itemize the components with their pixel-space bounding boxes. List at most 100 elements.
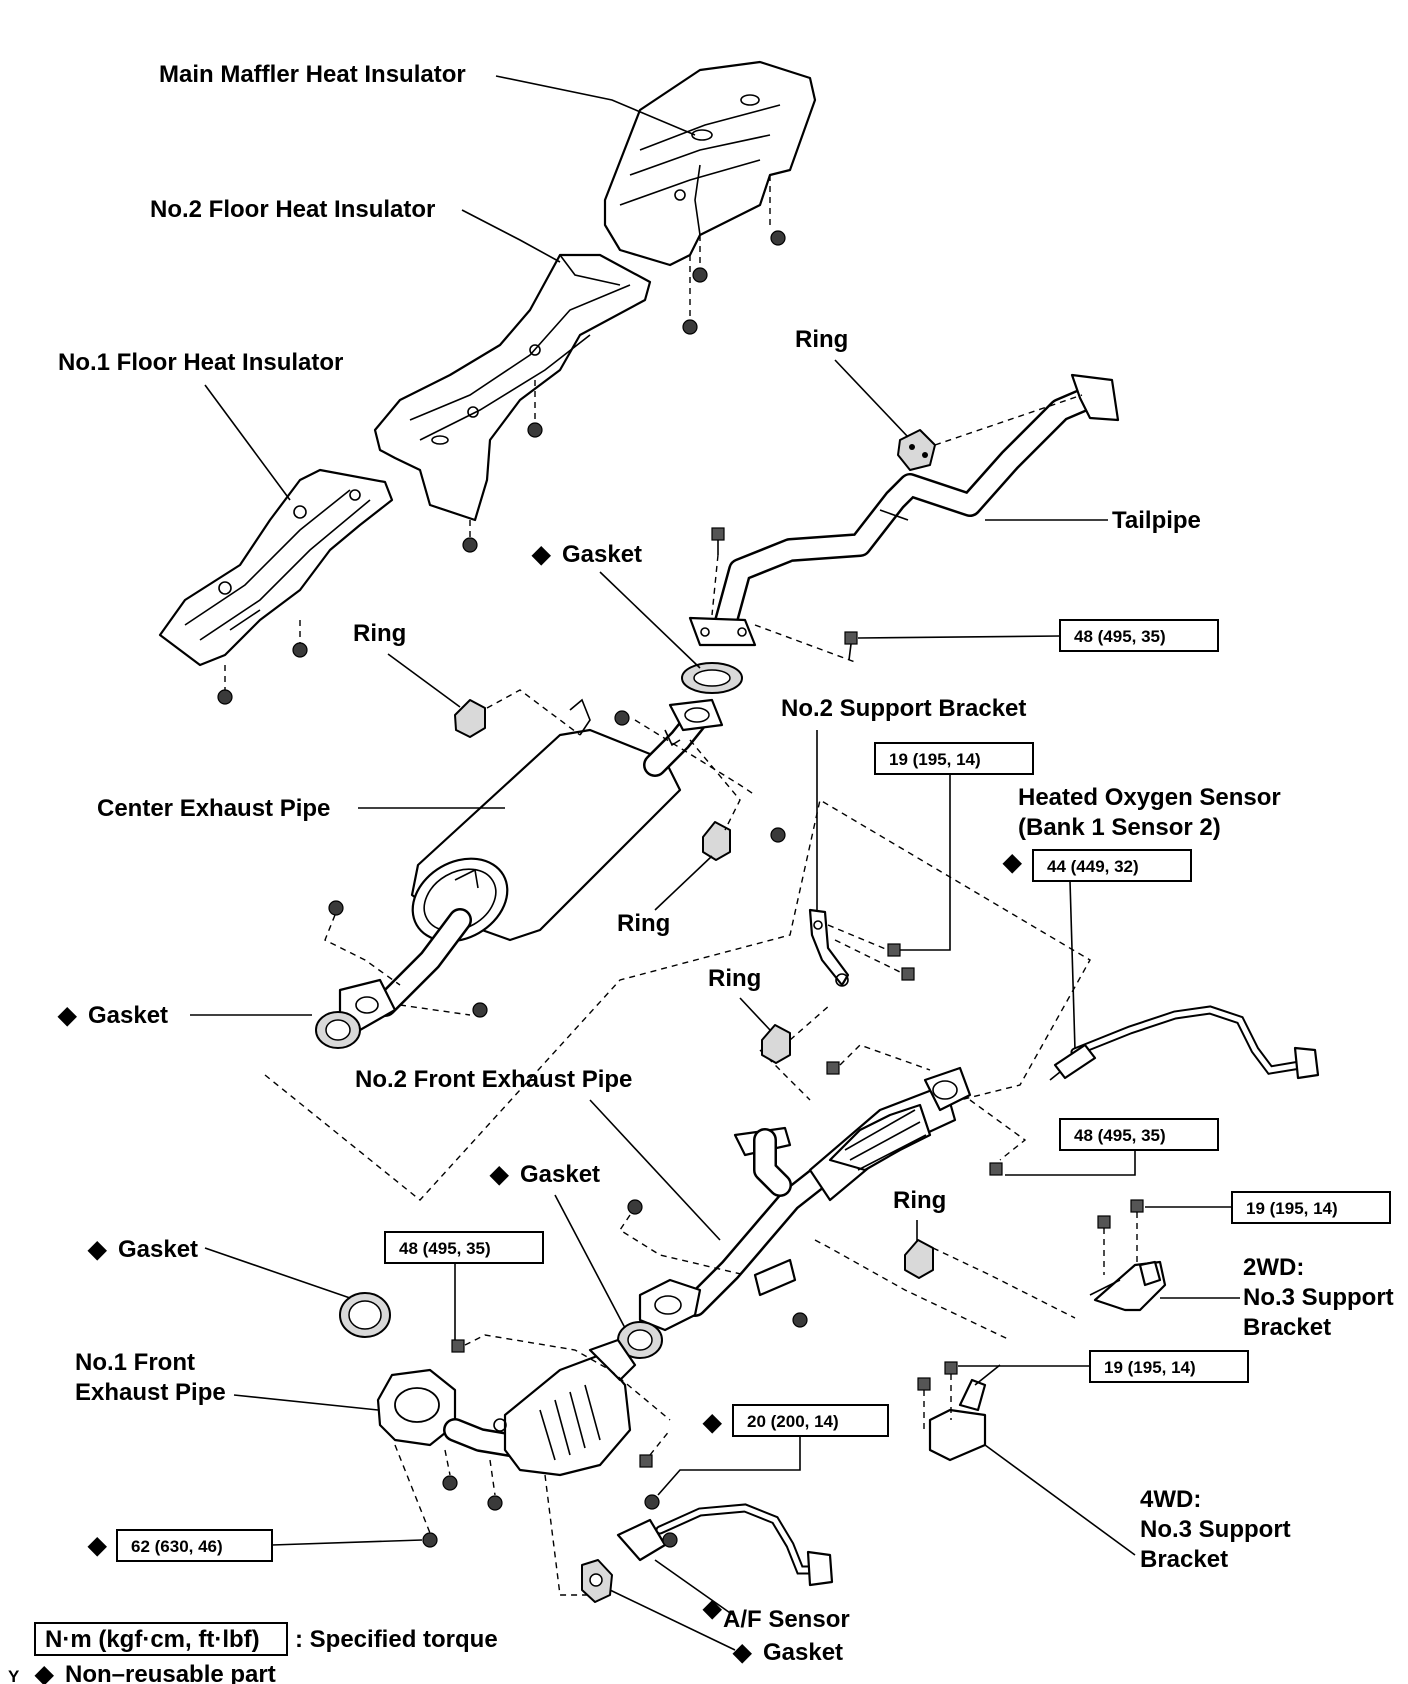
af-sensor-part <box>616 1494 834 1587</box>
bolt-guide <box>969 1099 1027 1161</box>
marker-gasket-lower-left: ◆ <box>87 1236 107 1263</box>
bolt-guide <box>754 624 856 663</box>
bolt-icon <box>887 943 901 957</box>
nut-icon <box>614 710 630 726</box>
torque-box-af <box>732 1404 889 1437</box>
gasket-hole <box>589 1573 603 1587</box>
label-heated-oxygen-sensor-2: (Bank 1 Sensor 2) <box>1018 814 1221 841</box>
leader-torque-oxygen <box>1069 880 1076 1051</box>
leader-4wd <box>984 1444 1136 1556</box>
label-4wd-2: No.3 Support <box>1140 1516 1291 1543</box>
label-4wd-3: Bracket <box>1140 1546 1228 1573</box>
torque-box-no2-bracket <box>874 742 1034 775</box>
torque-cat-right: 48 (495, 35) <box>1074 1126 1166 1145</box>
label-main-muffler-heat-insulator: Main Maffler Heat Insulator <box>159 61 466 88</box>
label-no1-floor-heat-insulator: No.1 Floor Heat Insulator <box>58 349 343 376</box>
marker-af-box: ◆ <box>702 1409 722 1436</box>
flange-guide <box>324 914 401 986</box>
label-gasket-tail: Gasket <box>562 541 642 568</box>
label-af-sensor: A/F Sensor <box>723 1606 850 1633</box>
bolt-icon <box>1130 1199 1144 1213</box>
leader-no2-floor-heat-insulator <box>461 209 561 263</box>
ring-lower-part <box>904 1239 934 1279</box>
torque-af: 20 (200, 14) <box>747 1412 839 1431</box>
leader-torque-cat-right <box>1005 1150 1136 1176</box>
flange-guide <box>399 1004 471 1016</box>
no2-front-exhaust-pipe-part <box>683 1066 972 1317</box>
torque-front-nut: 62 (630, 46) <box>131 1537 223 1556</box>
label-ring-lower: Ring <box>893 1187 946 1214</box>
nut-guide <box>444 1449 451 1476</box>
4wd-no3-support-bracket-part <box>928 1364 1001 1462</box>
gasket-hole <box>627 1329 653 1351</box>
ring-guide <box>932 1247 1076 1319</box>
label-ring-center-right: Ring <box>617 910 670 937</box>
legend-marker: ◆ <box>34 1661 54 1684</box>
bolt-guide <box>649 1429 671 1456</box>
torque-box-oxygen <box>1032 849 1192 882</box>
ring-center-right-part <box>702 821 731 861</box>
label-gasket-lower-left: Gasket <box>118 1236 198 1263</box>
label-no2-floor-heat-insulator: No.2 Floor Heat Insulator <box>150 196 435 223</box>
nut-icon <box>770 827 786 843</box>
leader-no1-front <box>233 1394 379 1411</box>
no1-front-exhaust-pipe-part <box>376 1338 637 1477</box>
label-heated-oxygen-sensor-1: Heated Oxygen Sensor <box>1018 784 1281 811</box>
marker-gasket-bottom: ◆ <box>732 1639 752 1666</box>
ring-guide <box>689 739 741 831</box>
leader-torque-tail <box>857 635 1061 639</box>
nut-icon <box>627 1199 643 1215</box>
ring-guide <box>486 689 581 736</box>
bolt-icon <box>826 1061 840 1075</box>
heated-oxygen-sensor-part <box>1049 1005 1320 1081</box>
label-4wd-1: 4WD: <box>1140 1486 1201 1513</box>
bolt-guide <box>839 1044 931 1071</box>
gasket-hole <box>693 669 731 687</box>
bolt-icon <box>844 631 858 645</box>
region-guide <box>264 798 1091 1201</box>
legend-corner-letter: Y <box>8 1667 20 1684</box>
nut-icon <box>682 319 698 335</box>
bolt-guide <box>464 1334 671 1421</box>
leader-ring-mid <box>739 997 771 1031</box>
torque-box-front-bolt <box>384 1231 544 1264</box>
bolt-icon <box>451 1339 465 1353</box>
nut-guide <box>394 1444 431 1534</box>
nut-icon <box>292 642 308 658</box>
ring-center-left-part <box>454 699 486 738</box>
center-exhaust-pipe-part <box>338 698 724 1032</box>
bolt-shank <box>848 643 852 661</box>
label-gasket-bottom: Gasket <box>763 1639 843 1666</box>
nut-icon <box>792 1312 808 1328</box>
leader-torque-af <box>657 1436 801 1496</box>
no1-floor-heat-insulator-part <box>158 468 394 667</box>
flange-guide <box>634 719 756 796</box>
leader-ring-center-right <box>654 855 713 911</box>
label-ring-top: Ring <box>795 326 848 353</box>
label-no1-front-1: No.1 Front <box>75 1349 195 1376</box>
legend-unit-text: : Specified torque <box>295 1626 498 1653</box>
leader-gasket-lower-left <box>204 1247 351 1299</box>
bolt-guide <box>711 554 719 616</box>
label-no1-front-2: Exhaust Pipe <box>75 1379 226 1406</box>
torque-4wd: 19 (195, 14) <box>1104 1358 1196 1377</box>
gasket-hole <box>325 1019 351 1041</box>
torque-box-4wd <box>1089 1350 1249 1383</box>
label-ring-center-left: Ring <box>353 620 406 647</box>
torque-front-bolt: 48 (495, 35) <box>399 1239 491 1258</box>
ring-guide <box>934 394 1083 446</box>
nut-icon <box>692 267 708 283</box>
marker-oxygen-torque: ◆ <box>1002 849 1022 876</box>
bolt-icon <box>1097 1215 1111 1229</box>
leader-gasket-mid <box>554 1194 626 1329</box>
torque-oxygen: 44 (449, 32) <box>1047 857 1139 876</box>
bolt-icon <box>989 1162 1003 1176</box>
bolt-icon <box>944 1361 958 1375</box>
label-2wd-2: No.3 Support <box>1243 1284 1394 1311</box>
marker-gasket-left: ◆ <box>57 1002 77 1029</box>
label-gasket-left: Gasket <box>88 1002 168 1029</box>
leader-ring-center-left <box>387 653 461 708</box>
leader-main-muffler-heat-insulator <box>495 75 696 136</box>
nut-icon <box>462 537 478 553</box>
